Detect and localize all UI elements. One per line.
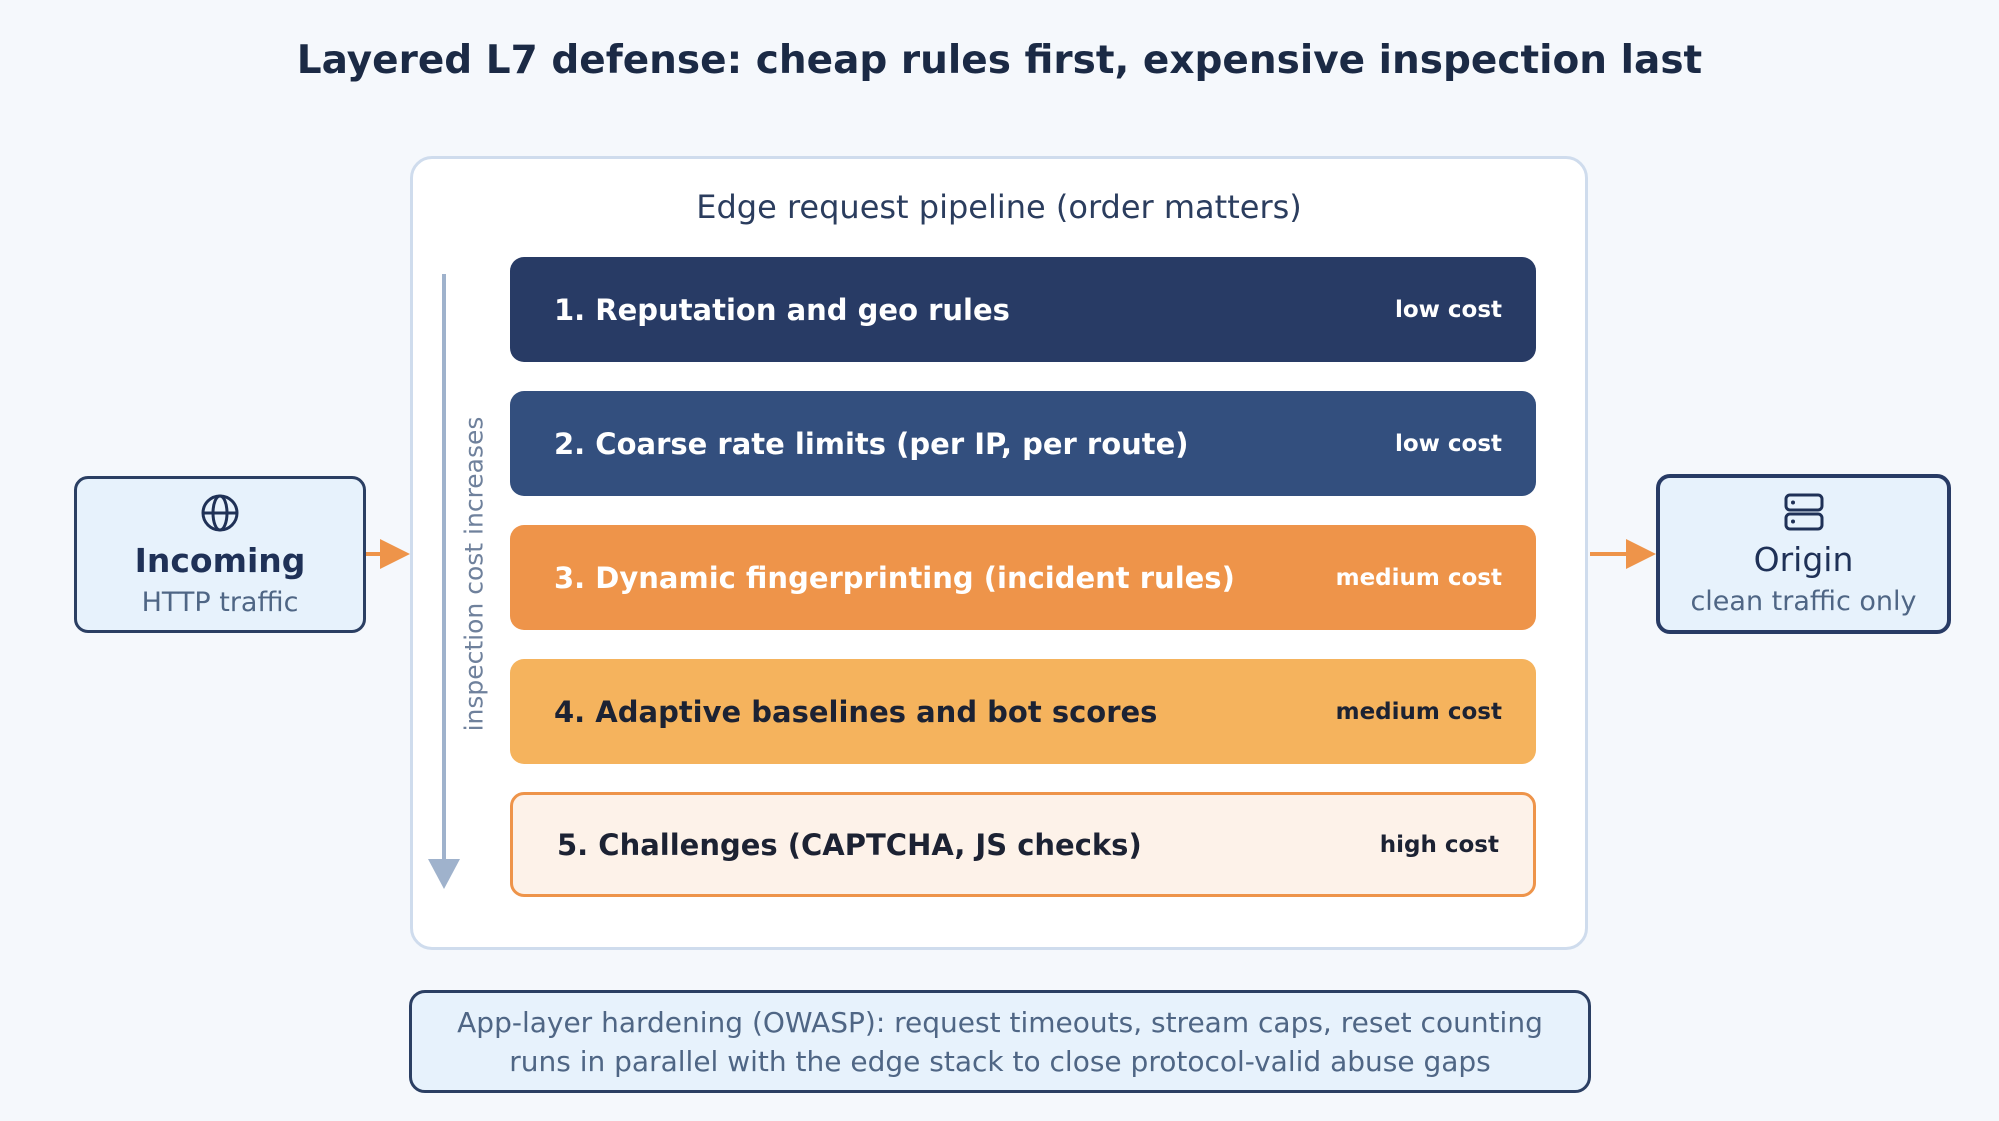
cost-axis-label: inspection cost increases <box>459 416 489 732</box>
server-icon <box>1783 492 1825 536</box>
incoming-node: Incoming HTTP traffic <box>74 476 366 633</box>
origin-node: Origin clean traffic only <box>1656 474 1951 634</box>
incoming-title: Incoming <box>134 541 306 580</box>
stage-label: 3. Dynamic fingerprinting (incident rule… <box>554 560 1235 595</box>
stage-fingerprinting: 3. Dynamic fingerprinting (incident rule… <box>510 525 1536 630</box>
owasp-hardening-note: App-layer hardening (OWASP): request tim… <box>409 990 1591 1093</box>
cost-axis-arrowhead <box>428 859 460 889</box>
note-line-1: App-layer hardening (OWASP): request tim… <box>457 1006 1543 1039</box>
incoming-subtitle: HTTP traffic <box>141 587 299 618</box>
stage-label: 4. Adaptive baselines and bot scores <box>554 694 1158 729</box>
stage-reputation-geo: 1. Reputation and geo rules low cost <box>510 257 1536 362</box>
globe-icon <box>200 493 240 537</box>
stage-cost: high cost <box>1379 831 1499 858</box>
stage-cost: low cost <box>1394 430 1502 457</box>
edge-pipeline: Edge request pipeline (order matters) in… <box>410 156 1588 950</box>
note-line-2: runs in parallel with the edge stack to … <box>509 1045 1491 1078</box>
stage-adaptive-baselines: 4. Adaptive baselines and bot scores med… <box>510 659 1536 764</box>
stage-rate-limits: 2. Coarse rate limits (per IP, per route… <box>510 391 1536 496</box>
stage-cost: medium cost <box>1335 698 1502 725</box>
pipeline-title: Edge request pipeline (order matters) <box>696 188 1302 226</box>
stage-cost: low cost <box>1394 296 1502 323</box>
origin-title: Origin <box>1753 540 1854 579</box>
origin-subtitle: clean traffic only <box>1690 586 1917 617</box>
origin-arrow <box>1590 539 1656 569</box>
stage-challenges: 5. Challenges (CAPTCHA, JS checks) high … <box>510 792 1536 897</box>
diagram-title: Layered L7 defense: cheap rules first, e… <box>296 38 1703 83</box>
cost-axis-line <box>442 274 446 859</box>
incoming-arrow <box>366 539 410 569</box>
stage-label: 1. Reputation and geo rules <box>554 292 1010 327</box>
stage-label: 5. Challenges (CAPTCHA, JS checks) <box>557 827 1142 862</box>
stage-label: 2. Coarse rate limits (per IP, per route… <box>554 426 1189 461</box>
stage-cost: medium cost <box>1335 564 1502 591</box>
